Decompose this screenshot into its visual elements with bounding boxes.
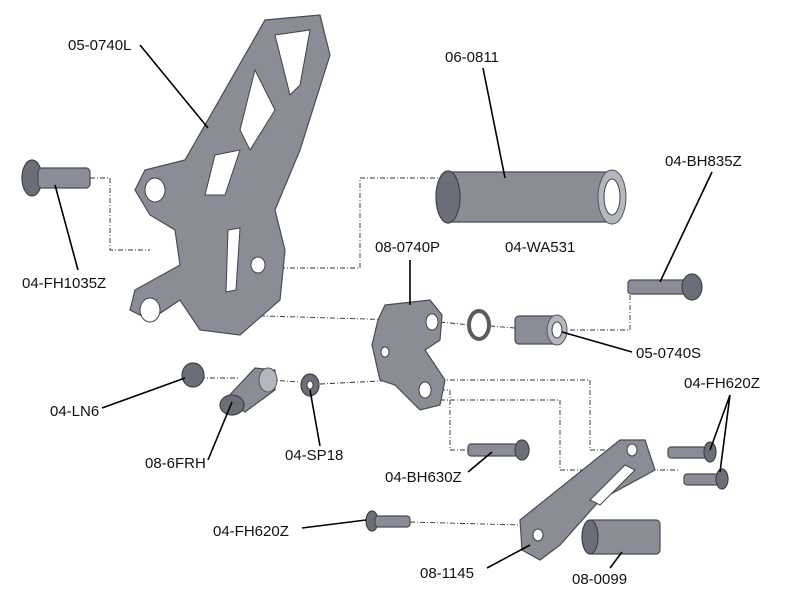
bracket-05-0740L <box>129 14 331 336</box>
label-04-FH620Z-right: 04-FH620Z <box>684 375 760 392</box>
nut-04-LN6 <box>181 362 205 388</box>
label-05-0740L: 05-0740L <box>68 37 131 54</box>
label-04-BH835Z: 04-BH835Z <box>665 153 742 170</box>
label-04-FH620Z-left: 04-FH620Z <box>213 523 289 540</box>
label-04-LN6: 04-LN6 <box>50 403 99 420</box>
label-06-0811: 06-0811 <box>445 49 499 66</box>
bracket-08-0740P <box>371 299 446 411</box>
label-04-SP18: 04-SP18 <box>285 447 343 464</box>
leader-lines <box>54 44 731 569</box>
assembly-lines <box>90 177 680 526</box>
bolt-04-FH1035Z <box>21 159 91 197</box>
spacer-04-SP18 <box>300 373 320 397</box>
label-08-6FRH: 08-6FRH <box>145 455 206 472</box>
sleeve-08-0099 <box>581 519 661 555</box>
label-08-1145: 08-1145 <box>420 565 474 582</box>
bolts-04-FH620Z-right <box>667 441 729 490</box>
label-04-BH630Z: 04-BH630Z <box>385 469 462 486</box>
washer-04-WA531 <box>467 309 491 341</box>
label-05-0740S: 05-0740S <box>636 345 701 362</box>
lever-08-1145 <box>519 439 656 561</box>
label-08-0740P: 08-0740P <box>375 239 440 256</box>
spacer-05-0740S <box>514 314 568 346</box>
label-08-0099: 08-0099 <box>572 571 627 588</box>
bolt-04-BH835Z <box>627 273 703 301</box>
label-04-FH1035Z: 04-FH1035Z <box>22 275 106 292</box>
bolt-04-FH620Z-left <box>365 510 411 532</box>
bolt-04-BH630Z <box>467 439 530 461</box>
sleeve-06-0811 <box>435 169 627 225</box>
rod-end-08-6FRH <box>219 367 278 416</box>
label-04-WA531: 04-WA531 <box>505 239 575 256</box>
